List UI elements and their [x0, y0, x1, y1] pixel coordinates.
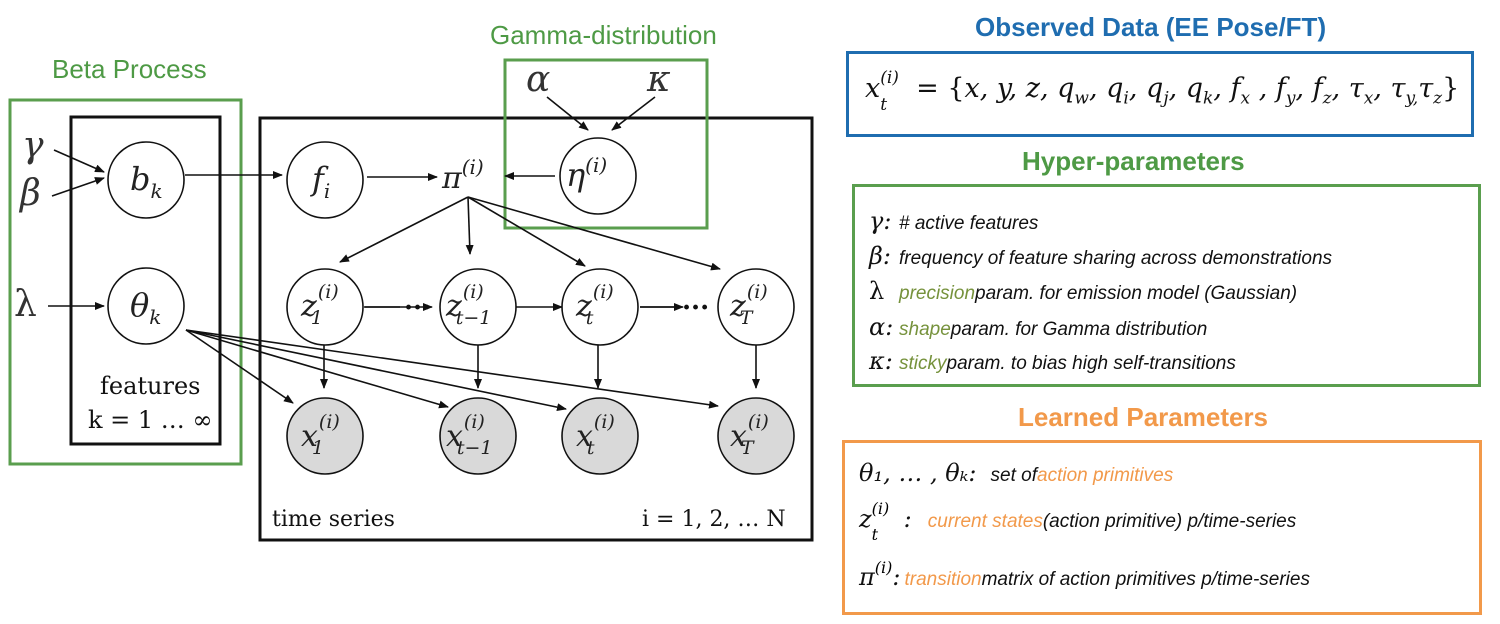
hyper-parameters-box: γ:# active features β:frequency of featu…: [852, 184, 1481, 387]
pi-label: π(i): [441, 155, 484, 196]
series-range-label: i = 1, 2, … N: [642, 507, 786, 532]
beta-input: β: [18, 173, 41, 214]
alpha-input: α: [526, 59, 550, 100]
node-x-t-minus-1: [439, 397, 517, 475]
node-theta-k: [107, 267, 185, 345]
x-1-label: x(i)1: [301, 411, 340, 459]
hyper-item-beta: β:frequency of feature sharing across de…: [869, 242, 1333, 270]
node-b-k: [107, 141, 185, 219]
hyper-item-gamma: γ:# active features: [869, 207, 1039, 235]
learned-item-pi: π (i) : transition matrix of action prim…: [859, 558, 1310, 591]
gamma-input: γ: [22, 125, 44, 166]
z-t-label: z(i)t: [575, 281, 614, 329]
features-label: features: [100, 372, 201, 400]
observed-formula: x(i)t = {x, y, z, qw, qi, qj, qk, fx , f…: [865, 68, 1460, 115]
time-series-plate: [258, 116, 814, 542]
gamma-distribution-label: Gamma-distribution: [490, 20, 717, 50]
node-z-t: [561, 268, 639, 346]
observed-data-box: x(i)t = {x, y, z, qw, qi, qj, qk, fx , f…: [846, 51, 1474, 137]
features-range-label: k = 1 … ∞: [88, 406, 212, 434]
gamma-box: [503, 58, 709, 230]
observed-data-title: Observed Data (EE Pose/FT): [975, 12, 1327, 42]
node-x-T: [717, 397, 795, 475]
features-plate: [69, 115, 222, 446]
time-series-label: time series: [272, 507, 395, 532]
node-eta: [559, 137, 637, 215]
node-x-1: [286, 397, 364, 475]
kappa-input: κ: [646, 59, 671, 100]
learned-parameters-title: Learned Parameters: [1018, 402, 1269, 432]
node-z-T: [717, 268, 795, 346]
graphical-model: γ β λ α κ bk θk fi π(i) η(i) z(i)1 z(i)t…: [8, 58, 814, 542]
x-t-minus-1-label: x(i)t−1: [446, 411, 492, 459]
x-T-label: x(i)T: [730, 411, 769, 459]
dots-right: ···: [682, 293, 709, 323]
hyper-parameters-title: Hyper-parameters: [1022, 146, 1245, 176]
learned-item-z: z (i) t : current states (action primiti…: [859, 499, 1297, 544]
dots-left: ···: [404, 293, 431, 323]
hyper-item-kappa: κ:sticky param. to bias high self-transi…: [869, 347, 1236, 375]
hyper-item-alpha: α:shape param. for Gamma distribution: [869, 313, 1208, 341]
x-t-label: x(i)t: [576, 411, 615, 459]
z-T-label: z(i)T: [729, 281, 768, 329]
learned-item-theta: θ₁, … , θₖ:set of action primitives: [859, 459, 1174, 487]
node-z-1: [286, 268, 364, 346]
beta-process-label: Beta Process: [52, 54, 207, 84]
eta-label: η(i): [566, 153, 607, 194]
node-z-t-minus-1: [439, 268, 517, 346]
lambda-input: λ: [14, 284, 37, 325]
theta-k-label: θk: [130, 286, 161, 329]
z-1-label: z(i)1: [300, 281, 339, 329]
b-k-label: bk: [130, 160, 163, 203]
z-t-minus-1-label: z(i)t−1: [445, 281, 491, 329]
node-x-t: [561, 397, 639, 475]
beta-process-box: [8, 98, 243, 466]
learned-parameters-box: θ₁, … , θₖ:set of action primitives z (i…: [842, 440, 1482, 615]
node-f-i: [286, 141, 364, 219]
